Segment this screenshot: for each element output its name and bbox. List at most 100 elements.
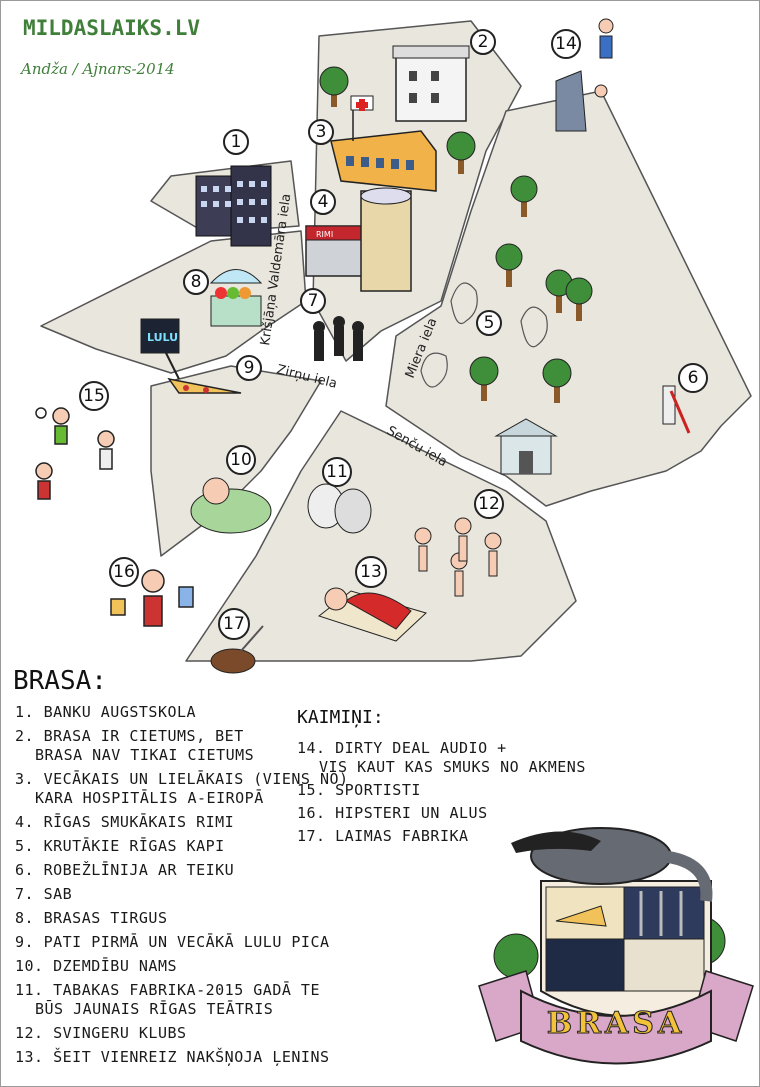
brasa-legend-item-5: 5. KRUTĀKIE RĪGAS KAPI: [15, 837, 225, 855]
marker-2[interactable]: 2: [470, 29, 496, 55]
pizza-slice-icon: [167, 377, 242, 394]
svg-text:10: 10: [230, 450, 252, 470]
svg-text:14: 14: [555, 34, 577, 54]
marker-11[interactable]: 11: [322, 457, 352, 487]
map-markers: 1 2 3 4 5 6 7 8 9 10 11 12 13 14 15 16 1…: [79, 29, 708, 640]
marker-14[interactable]: 14: [551, 29, 581, 59]
header: MILDASLAIKS.LV Andža / Ajnars-2014: [19, 16, 200, 78]
marker-1[interactable]: 1: [223, 129, 249, 155]
marker-12[interactable]: 12: [474, 489, 504, 519]
authors-signature: Andža / Ajnars-2014: [19, 60, 175, 78]
svg-text:LULU: LULU: [147, 331, 178, 344]
dirty-deal-audio: [555, 18, 614, 132]
kaimini-legend-item-3: 16. HIPSTERI UN ALUS: [297, 804, 488, 822]
svg-text:11: 11: [326, 462, 348, 482]
crest-banner-text: BRASA: [547, 1006, 686, 1041]
bank-school-building: [195, 165, 272, 247]
svg-text:9: 9: [244, 358, 255, 378]
trees: [319, 66, 593, 403]
marker-7[interactable]: 7: [300, 288, 326, 314]
chocolate-bowl: [210, 625, 264, 674]
svg-text:17: 17: [223, 614, 245, 634]
svg-text:1: 1: [231, 132, 242, 152]
svg-text:2: 2: [478, 32, 489, 52]
brasa-legend-item-12: 12. SVINGERU KLUBS: [15, 1024, 187, 1042]
svg-text:7: 7: [308, 291, 319, 311]
market-stall: [209, 269, 263, 327]
rimi-building: RIMI: [305, 187, 412, 292]
brasa-legend-item-2-line-2: BRASA NAV TIKAI CIETUMS: [35, 746, 254, 764]
marker-17[interactable]: 17: [218, 608, 250, 640]
brasa-legend-item-11-line-2: BŪS JAUNAIS RĪGAS TEĀTRIS: [35, 999, 273, 1018]
svg-text:13: 13: [360, 562, 382, 582]
marker-9[interactable]: 9: [236, 355, 262, 381]
svg-text:4: 4: [318, 192, 329, 212]
marker-15[interactable]: 15: [79, 381, 109, 411]
sab-guards: [313, 316, 364, 361]
rimi-sign: RIMI: [316, 230, 333, 239]
sportsmen: [35, 407, 115, 500]
brasa-legend-items: 1. BANKU AUGSTSKOLA 2. BRASA IR CIETUMS, …: [15, 703, 349, 1066]
lenin-bed: [317, 587, 427, 642]
kaimini-legend-title: KAIMIŅI:: [297, 707, 384, 728]
brasa-legend: BRASA: 1. BANKU AUGSTSKOLA 2. BRASA IR CI…: [13, 666, 349, 1066]
tree-icon: [542, 358, 572, 403]
brasa-legend-item-1: 1. BANKU AUGSTSKOLA: [15, 703, 196, 721]
marker-4[interactable]: 4: [310, 189, 336, 215]
swingers-group: [414, 517, 502, 597]
marker-13[interactable]: 13: [355, 556, 387, 588]
ghost-icons: [420, 282, 548, 388]
kaimini-legend: KAIMIŅI: 14. DIRTY DEAL AUDIO +VIS KAUT …: [297, 707, 586, 845]
brasa-legend-item-2: 2. BRASA IR CIETUMS, BET: [15, 727, 244, 745]
tree-icon: [565, 277, 593, 321]
city-blocks: [40, 20, 752, 662]
brasa-legend-item-13: 13. ŠEIT VIENREIZ NAKŠŅOJA ĻENINS: [15, 1047, 330, 1066]
tree-icon: [319, 66, 349, 107]
svg-text:16: 16: [113, 562, 135, 582]
marker-16[interactable]: 16: [109, 557, 139, 587]
marker-10[interactable]: 10: [226, 445, 256, 475]
kaimini-legend-item-1-line-2: VIS KAUT KAS SMUKS NO AKMENS: [319, 758, 586, 776]
site-title: MILDASLAIKS.LV: [23, 16, 200, 40]
marker-6[interactable]: 6: [678, 363, 708, 393]
marker-8[interactable]: 8: [183, 269, 209, 295]
brasa-legend-item-9: 9. PATI PIRMĀ UN VECĀKĀ LULU PICA: [15, 933, 330, 951]
kaimini-legend-item-1: 14. DIRTY DEAL AUDIO +: [297, 739, 507, 757]
brasa-legend-item-3-line-2: KARA HOSPITĀLIS A-EIROPĀ: [35, 789, 264, 807]
kaimini-legend-items: 14. DIRTY DEAL AUDIO +VIS KAUT KAS SMUKS…: [297, 739, 586, 845]
theatre-masks-icon: [307, 483, 372, 534]
brasa-legend-item-10: 10. DZEMDĪBU NAMS: [15, 957, 177, 975]
svg-text:6: 6: [688, 368, 699, 388]
svg-text:3: 3: [316, 122, 327, 142]
brasa-crest: BRASA: [478, 827, 754, 1065]
hospital-building: [330, 95, 437, 192]
svg-text:8: 8: [191, 272, 202, 292]
brasa-legend-item-6: 6. ROBEŽLĪNIJA AR TEIKU: [15, 860, 234, 879]
brasa-legend-item-7: 7. SAB: [15, 885, 72, 903]
lulu-sign: LULU: [140, 318, 180, 380]
tree-icon: [510, 175, 538, 217]
block-south-center: [185, 410, 577, 662]
marker-3[interactable]: 3: [308, 119, 334, 145]
brasa-legend-item-8: 8. BRASAS TIRGUS: [15, 909, 168, 927]
brasa-legend-item-3: 3. VECĀKAIS UN LIELĀKAIS (VIENS NO): [15, 770, 349, 788]
prison-building: [392, 45, 470, 122]
kaimini-legend-item-4: 17. LAIMAS FABRIKA: [297, 827, 469, 845]
svg-text:5: 5: [484, 313, 495, 333]
brasa-legend-title: BRASA:: [13, 666, 107, 696]
tree-icon: [469, 356, 499, 401]
marker-5[interactable]: 5: [476, 310, 502, 336]
border-marker: [662, 385, 691, 434]
svg-text:15: 15: [83, 386, 105, 406]
brasa-legend-item-4: 4. RĪGAS SMUKĀKAIS RIMI: [15, 813, 234, 831]
tree-icon: [446, 131, 476, 174]
kaimini-legend-item-2: 15. SPORTISTI: [297, 781, 421, 799]
baby-in-cabbage: [190, 477, 272, 534]
hipster-with-beer: [110, 569, 194, 627]
svg-text:12: 12: [478, 494, 500, 514]
brasa-legend-item-11: 11. TABAKAS FABRIKA-2015 GADĀ TE: [15, 981, 320, 999]
crypt-building: [494, 418, 558, 475]
tree-icon: [495, 243, 523, 287]
